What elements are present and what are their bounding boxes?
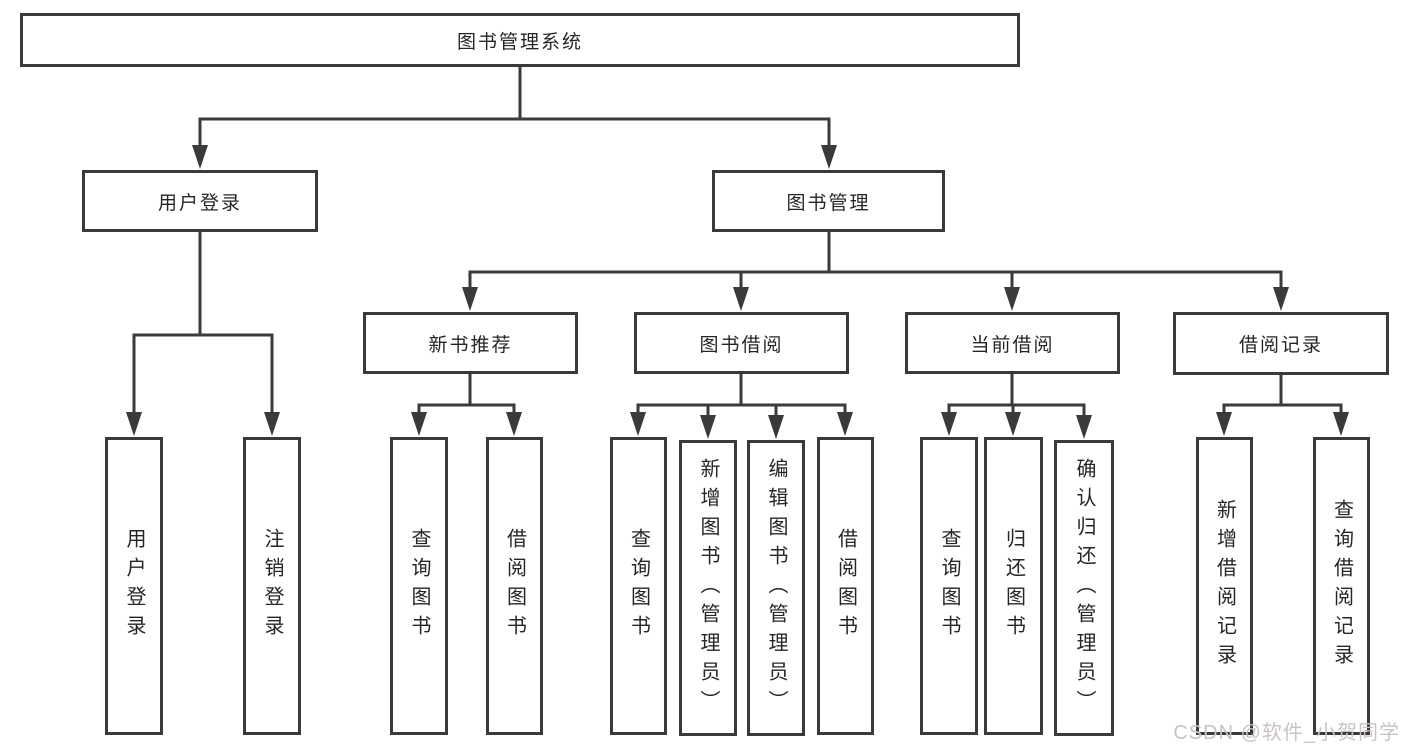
leaf-add-borrow-record: 新增借阅记录 (1196, 437, 1253, 735)
csdn-watermark: CSDN @软件_小贺同学 (1173, 722, 1400, 744)
connector-root-to-level1 (192, 65, 837, 169)
leaf-label: 编辑图书（管理员） (765, 457, 787, 719)
leaf-query-books-2: 查询图书 (610, 437, 667, 735)
arrowhead-icon (192, 145, 208, 169)
arrowhead-icon (1333, 412, 1349, 436)
leaf-confirm-return-admin: 确认归还（管理员） (1054, 440, 1114, 736)
arrowhead-icon (1004, 287, 1020, 311)
node-current-borrow: 当前借阅 (905, 312, 1120, 374)
arrowhead-icon (506, 412, 522, 436)
leaf-label: 查询图书 (938, 528, 960, 644)
arrowhead-icon (837, 412, 853, 436)
node-new-book-recommend: 新书推荐 (363, 312, 578, 374)
leaf-label: 新增图书（管理员） (697, 457, 719, 719)
arrowhead-icon (1216, 412, 1232, 436)
arrowhead-icon (264, 412, 280, 436)
node-library-system: 图书管理系统 (20, 13, 1020, 67)
arrowhead-icon (1005, 412, 1021, 436)
leaf-add-books-admin: 新增图书（管理员） (679, 440, 737, 736)
leaf-label: 归还图书 (1002, 528, 1025, 644)
leaf-label: 查询图书 (627, 528, 650, 644)
leaf-label: 查询借阅记录 (1330, 499, 1353, 673)
leaf-edit-books-admin: 编辑图书（管理员） (747, 440, 805, 736)
arrowhead-icon (411, 412, 427, 436)
arrowhead-icon (462, 287, 478, 311)
leaf-logout: 注销登录 (243, 437, 301, 735)
leaf-query-books-3: 查询图书 (920, 437, 978, 735)
leaf-label: 新增借阅记录 (1213, 499, 1236, 673)
arrowhead-icon (733, 287, 749, 311)
connector-borrow-records-to-leaves (1216, 372, 1349, 436)
leaf-query-books-1: 查询图书 (390, 437, 448, 735)
connector-book-mgmt-to-level2 (462, 230, 1289, 311)
leaf-label: 借阅图书 (834, 528, 857, 644)
leaf-borrow-books-2: 借阅图书 (817, 437, 874, 735)
leaf-query-borrow-record: 查询借阅记录 (1313, 437, 1370, 735)
arrowhead-icon (941, 412, 957, 436)
leaf-label: 注销登录 (261, 528, 283, 644)
arrowhead-icon (700, 415, 716, 439)
arrowhead-icon (821, 145, 837, 169)
connector-new-book-recommend-to-leaves (411, 372, 522, 436)
arrowhead-icon (1076, 415, 1092, 439)
connector-current-borrow-to-leaves (941, 372, 1092, 439)
node-borrow-records: 借阅记录 (1173, 312, 1389, 375)
arrowhead-icon (630, 412, 646, 436)
node-user-login: 用户登录 (82, 170, 318, 232)
node-book-mgmt: 图书管理 (712, 170, 945, 232)
leaf-borrow-books-1: 借阅图书 (486, 437, 543, 735)
connector-book-borrow-to-leaves (630, 372, 853, 439)
leaf-user-login: 用户登录 (105, 437, 163, 735)
leaf-label: 用户登录 (123, 528, 145, 644)
node-book-borrow: 图书借阅 (634, 312, 849, 374)
connector-user-login-to-leaves (126, 230, 280, 436)
arrowhead-icon (768, 415, 784, 439)
arrowhead-icon (126, 412, 142, 436)
leaf-label: 借阅图书 (503, 528, 526, 644)
leaf-label: 确认归还（管理员） (1073, 457, 1095, 719)
leaf-label: 查询图书 (408, 528, 430, 644)
arrowhead-icon (1273, 287, 1289, 311)
leaf-return-books: 归还图书 (984, 437, 1043, 735)
